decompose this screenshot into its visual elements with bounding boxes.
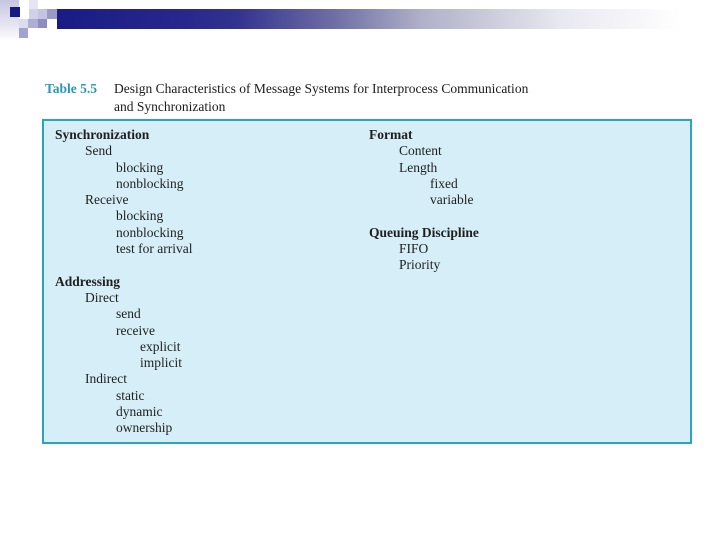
table-row: FIFO <box>399 241 429 257</box>
table-row: Priority <box>399 257 441 273</box>
decorative-square <box>28 19 38 28</box>
table-row: Content <box>399 143 442 159</box>
decorative-square <box>29 0 38 9</box>
table-row: dynamic <box>116 404 163 420</box>
table-row-blank <box>55 257 192 273</box>
table-row: nonblocking <box>116 175 184 191</box>
table-row: test for arrival <box>116 241 193 257</box>
table-row: Receive <box>85 192 129 208</box>
decorative-square <box>19 19 28 28</box>
table-row: Addressing <box>55 273 121 289</box>
table-row: implicit <box>140 355 182 371</box>
table-row: variable <box>430 192 474 208</box>
decorative-square <box>19 28 28 38</box>
table-row: send <box>116 306 141 322</box>
table-row-blank <box>369 208 479 224</box>
table-row: nonblocking <box>116 224 184 240</box>
table-caption-line: and Synchronization <box>114 99 226 114</box>
table-row: blocking <box>116 159 164 175</box>
table-row: Format <box>369 127 413 142</box>
table-row: static <box>116 387 145 403</box>
table-row: blocking <box>116 208 164 224</box>
decorative-square <box>47 9 57 19</box>
table-row: Synchronization <box>55 127 150 142</box>
banner-gradient-bar <box>57 9 720 29</box>
table-row: fixed <box>430 175 458 191</box>
decorative-square <box>10 7 20 17</box>
table-row: ownership <box>116 420 173 436</box>
decorative-square <box>38 9 47 19</box>
table-caption-line: Design Characteristics of Message System… <box>114 81 529 96</box>
table-row: Queuing Discipline <box>369 224 479 240</box>
table-row: Length <box>399 159 438 175</box>
table-row: Send <box>85 143 112 159</box>
decorative-square <box>29 9 38 19</box>
decorative-square <box>38 19 47 28</box>
table-row: explicit <box>140 338 181 354</box>
table-row: Direct <box>85 289 119 305</box>
table-caption-title: Design Characteristics of Message System… <box>114 80 619 116</box>
table-row: Indirect <box>85 371 127 387</box>
table-row: receive <box>116 322 155 338</box>
table-caption: Table 5.5 Design Characteristics of Mess… <box>45 80 665 116</box>
table-caption-number: Table 5.5 <box>45 81 98 96</box>
